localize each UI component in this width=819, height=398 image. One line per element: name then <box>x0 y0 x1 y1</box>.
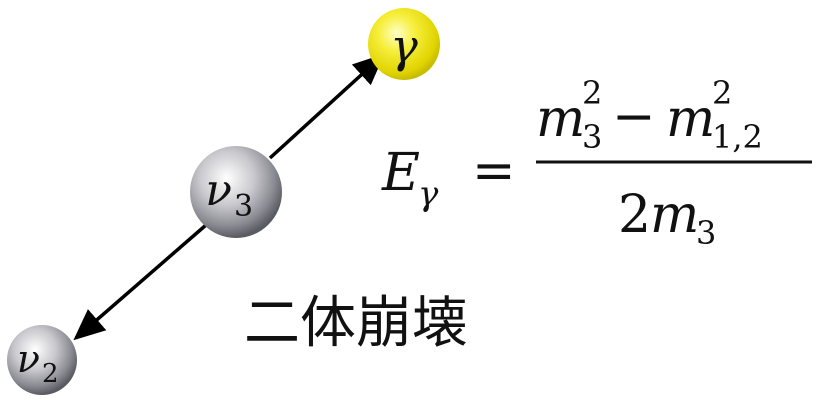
numerator-term1: m <box>536 89 585 149</box>
denominator-coeff: 2 <box>618 185 651 245</box>
numerator-term2-sub: 1,2 <box>712 118 763 156</box>
denominator-term: m <box>650 185 699 245</box>
photon-arrow <box>268 53 385 160</box>
caption-two-body-decay: 二体崩壊 <box>244 291 468 356</box>
nu3-symbol: ν <box>205 165 232 216</box>
numerator-term1-sup: 2 <box>582 74 602 112</box>
numerator-term1-sub: 3 <box>582 118 602 156</box>
nu3-particle: ν 3 <box>190 146 282 238</box>
numerator-term2-sup: 2 <box>712 74 732 112</box>
numerator-term2: m <box>666 89 715 149</box>
formula-equals: = <box>472 141 516 201</box>
nu2-particle: ν 2 <box>7 325 77 395</box>
photon-particle: γ <box>368 8 440 80</box>
nu2-symbol: ν <box>17 337 40 381</box>
formula-lhs-subscript: γ <box>418 174 439 214</box>
photon-symbol: γ <box>390 19 418 73</box>
nu3-subscript: 3 <box>234 189 253 224</box>
formula-lhs-symbol: E <box>381 143 420 203</box>
energy-formula: E γ = m 2 3 − m 2 1,2 2 m 3 <box>381 74 812 252</box>
nu2-arrow <box>73 223 208 341</box>
denominator-term-sub: 3 <box>696 214 716 252</box>
nu2-subscript: 2 <box>42 359 59 389</box>
numerator-minus: − <box>612 87 656 147</box>
